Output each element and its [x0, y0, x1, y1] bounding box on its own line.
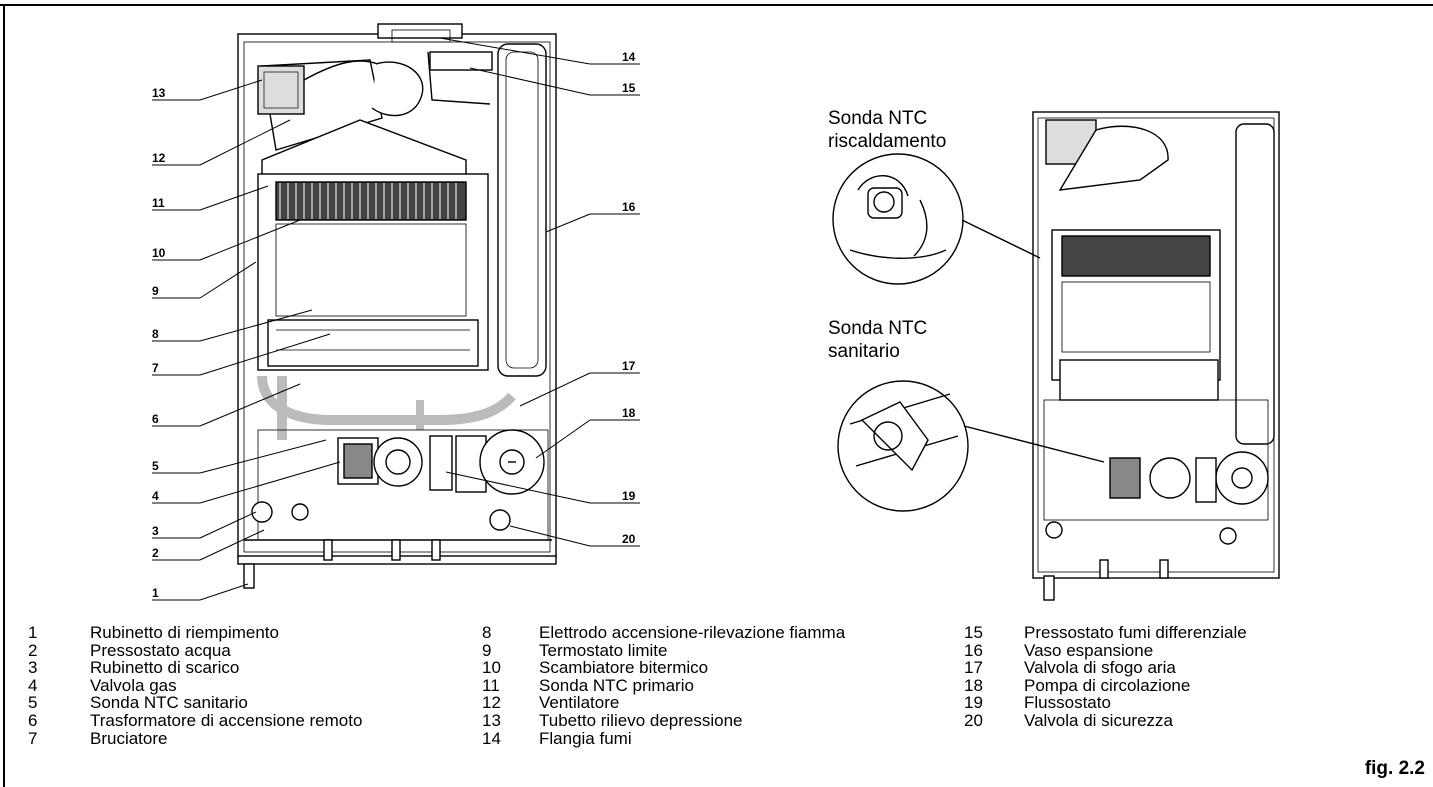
legend-text: Elettrodo accensione-rilevazione fiamma [539, 623, 846, 642]
legend-text: Sonda NTC primario [539, 675, 694, 695]
legend-text: Pompa di circolazione [1024, 675, 1191, 695]
legend-item: 6 Trasformatore di accensione remoto [28, 712, 362, 730]
legend-text: Trasformatore di accensione remoto [90, 710, 363, 730]
figure-label: fig. 2.2 [1364, 758, 1425, 779]
legend-number: 7 [28, 728, 38, 748]
zoom-label-line: Sonda NTC [828, 108, 928, 129]
callout-13: 13 [152, 86, 166, 100]
legend-text: Flussostato [1024, 693, 1111, 713]
callout-19: 19 [622, 489, 636, 503]
callout-15: 15 [622, 81, 636, 95]
legend-text: Valvola di sicurezza [1024, 710, 1173, 730]
legend-item: 10 Scambiatore bitermico [482, 659, 845, 677]
legend-item: 4 Valvola gas [28, 677, 362, 695]
legend-number: 18 [964, 675, 983, 695]
legend-number: 8 [482, 623, 492, 642]
legend-item: 13 Tubetto rilievo depressione [482, 712, 845, 730]
legend-text: Valvola gas [90, 675, 177, 695]
legend-text: Bruciatore [90, 728, 168, 748]
legend-number: 2 [28, 640, 38, 660]
legend-item: 8 Elettrodo accensione-rilevazione fiamma [482, 624, 845, 642]
callout-numbers: 13 12 11 10 9 8 7 6 5 4 3 2 1 14 15 16 1… [152, 50, 636, 600]
zoom-label-line: riscaldamento [828, 131, 947, 152]
zoom-ntc-dhw [837, 380, 1105, 512]
legend-text: Valvola di sfogo aria [1024, 658, 1176, 678]
legend-item: 7 Bruciatore [28, 728, 362, 748]
callout-11: 11 [152, 196, 165, 210]
legend-number: 16 [964, 640, 983, 660]
legend-number: 6 [28, 710, 38, 730]
callout-10: 10 [152, 246, 166, 260]
legend-column-1: 1 Rubinetto di riempimento 2 Pressostato a… [28, 624, 362, 747]
legend-number: 13 [482, 710, 501, 730]
zoom-ntc-heating [832, 153, 1041, 285]
legend-text: Rubinetto di scarico [90, 658, 240, 678]
legend-item: 17 Valvola di sfogo aria [964, 659, 1247, 677]
legend-item: 20 Valvola di sicurezza [964, 712, 1247, 730]
legend-text: Pressostato acqua [90, 640, 231, 660]
legend-text: Scambiatore bitermico [539, 658, 709, 678]
legend-item: 5 Sonda NTC sanitario [28, 694, 362, 712]
legend-number: 17 [964, 658, 983, 678]
zoom-label-ntc-dhw: Sonda NTC sanitario [828, 317, 927, 363]
legend-number: 1 [28, 623, 38, 642]
legend-item: 15 Pressostato fumi differenziale [964, 624, 1247, 642]
legend-item: 12 Ventilatore [482, 694, 845, 712]
legend-column-3: 15 Pressostato fumi differenziale 16 Vaso … [964, 624, 1247, 730]
callout-5: 5 [152, 459, 159, 473]
legend-text: Termostato limite [539, 640, 668, 660]
legend-number: 4 [28, 675, 38, 695]
legend-item: 1 Rubinetto di riempimento [28, 624, 362, 642]
legend-item: 11 Sonda NTC primario [482, 677, 845, 695]
callout-18: 18 [622, 406, 636, 420]
callout-3: 3 [152, 524, 159, 538]
callout-17: 17 [622, 359, 636, 373]
zoom-label-ntc-heating: Sonda NTC riscaldamento [828, 107, 946, 153]
legend-number: 15 [964, 623, 983, 642]
legend-text: Pressostato fumi differenziale [1024, 623, 1247, 642]
legend-text: Rubinetto di riempimento [90, 623, 279, 642]
callout-16: 16 [622, 200, 636, 214]
callout-8: 8 [152, 327, 159, 341]
callout-12: 12 [152, 151, 166, 165]
legend-number: 11 [482, 675, 500, 695]
legend-item: 2 Pressostato acqua [28, 640, 362, 660]
main-boiler-drawing [237, 23, 557, 589]
legend-text: Sonda NTC sanitario [90, 693, 248, 713]
legend-number: 20 [964, 710, 983, 730]
callout-20: 20 [622, 532, 636, 546]
legend-item: 14 Flangia fumi [482, 728, 845, 748]
callout-1: 1 [152, 586, 159, 600]
callout-6: 6 [152, 412, 159, 426]
legend-item: 9 Termostato limite [482, 640, 845, 660]
legend-number: 5 [28, 693, 38, 713]
legend-number: 3 [28, 658, 38, 678]
legend-text: Tubetto rilievo depressione [539, 710, 743, 730]
legend-item: 19 Flussostato [964, 694, 1247, 712]
legend-item: 3 Rubinetto di scarico [28, 659, 362, 677]
legend-number: 9 [482, 640, 492, 660]
secondary-boiler-drawing [1032, 111, 1280, 601]
boiler-diagram: 13 12 11 10 9 8 7 6 5 4 3 2 1 14 15 16 1… [152, 23, 1280, 601]
frame-left-border [3, 4, 5, 787]
callout-14: 14 [622, 50, 636, 64]
zoom-label-line: Sonda NTC [828, 318, 928, 339]
callout-9: 9 [152, 284, 159, 298]
legend-number: 19 [964, 693, 983, 713]
legend-text: Vaso espansione [1024, 640, 1154, 660]
legend-text: Flangia fumi [539, 728, 632, 748]
legend-number: 14 [482, 728, 501, 748]
legend-number: 10 [482, 658, 501, 678]
frame-top-border [0, 4, 1433, 6]
legend-column-2: 8 Elettrodo accensione-rilevazione fiamma… [482, 624, 845, 747]
callout-7: 7 [152, 361, 159, 375]
legend-number: 12 [482, 693, 501, 713]
legend-item: 18 Pompa di circolazione [964, 677, 1247, 695]
callout-2: 2 [152, 546, 159, 560]
callout-4: 4 [152, 489, 159, 503]
zoom-label-line: sanitario [828, 341, 900, 362]
callout-leaders [152, 37, 640, 601]
legend-text: Ventilatore [539, 693, 620, 713]
legend-item: 16 Vaso espansione [964, 640, 1247, 660]
